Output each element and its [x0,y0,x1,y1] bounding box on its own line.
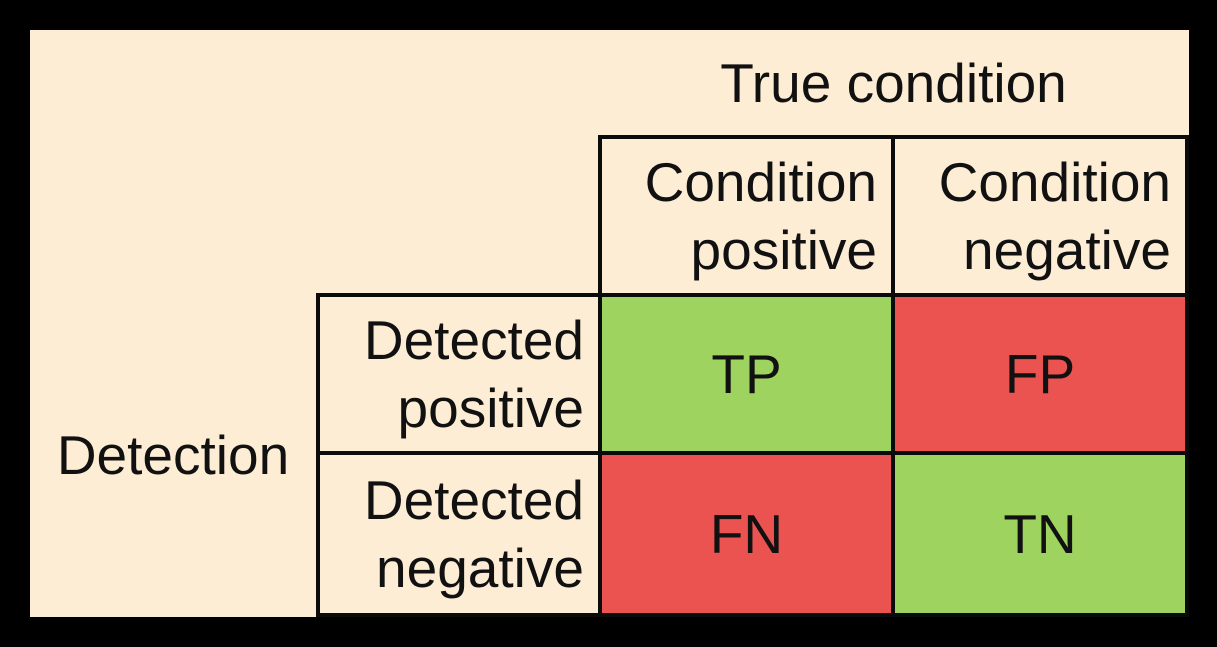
cell-false-negative: FN [598,451,895,617]
confusion-matrix-table: True condition Condition positive Condit… [30,30,1189,617]
top-left-spacer [30,30,600,137]
column-header-condition-positive: Condition positive [598,135,895,297]
cell-true-positive: TP [598,293,895,455]
cell-false-positive: FP [891,293,1189,455]
row-header-detected-positive: Detected positive [316,293,602,455]
row-header-detected-negative: Detected negative [316,451,602,617]
column-header-condition-negative: Condition negative [891,135,1189,297]
column-axis-title: True condition [720,51,1067,114]
header-row-spacer [30,137,600,295]
diagram-frame: True condition Condition positive Condit… [30,30,1189,617]
cell-true-negative: TN [891,451,1189,617]
row-axis-title: Detection [56,424,290,486]
